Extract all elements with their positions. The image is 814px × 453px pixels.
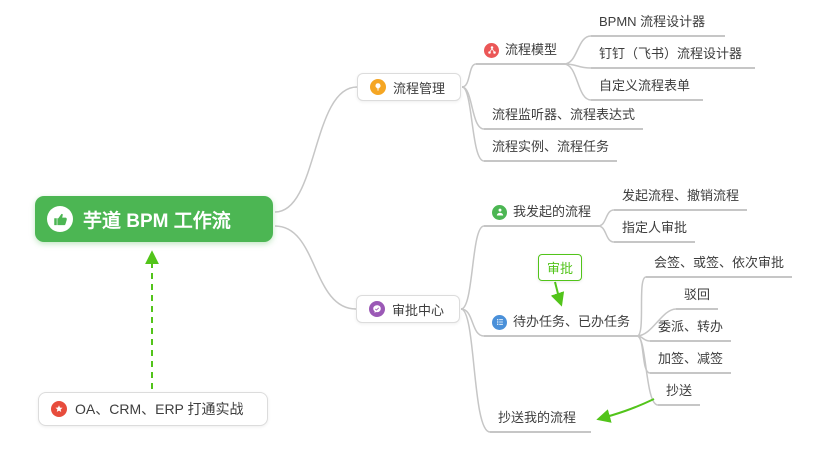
topic-cc-action-label: 抄送 <box>666 383 693 398</box>
connector-tasks-delegate <box>636 335 651 342</box>
topic-dingtalk-designer[interactable]: 钉钉（飞书）流程设计器 <box>591 43 755 69</box>
relationship-badge-approval[interactable]: 审批 <box>538 254 583 281</box>
topic-cc-action[interactable]: 抄送 <box>658 380 701 406</box>
topic-process-model[interactable]: 流程模型 <box>476 39 566 65</box>
checklist-icon <box>492 314 507 330</box>
branch-process-management[interactable]: 流程管理 <box>357 73 461 101</box>
topic-countersign-label: 会签、或签、依次审批 <box>654 255 785 270</box>
topic-my-initiated[interactable]: 我发起的流程 <box>484 201 600 227</box>
topic-reject[interactable]: 驳回 <box>676 284 719 310</box>
connector-initiated-start <box>597 209 615 227</box>
connector-model-dingtalk <box>563 63 592 69</box>
person-icon <box>492 204 507 220</box>
topic-custom-form[interactable]: 自定义流程表单 <box>591 75 703 101</box>
topic-countersign[interactable]: 会签、或签、依次审批 <box>646 252 793 278</box>
root-topic[interactable]: 芋道 BPM 工作流 <box>35 196 273 242</box>
topic-listener-expression-label: 流程监听器、流程表达式 <box>492 107 636 122</box>
connector-pm-listener <box>461 86 485 130</box>
cc-arrow <box>596 398 655 423</box>
connector-ac-tasks <box>460 308 485 337</box>
root-topic-label: 芋道 BPM 工作流 <box>83 210 231 232</box>
topic-process-model-label: 流程模型 <box>505 42 558 57</box>
relationship-badge-approval-label: 审批 <box>547 261 574 276</box>
connector-root-process-management <box>274 86 358 213</box>
connector-model-customform <box>563 63 592 101</box>
topic-reject-label: 驳回 <box>684 287 711 302</box>
thumbs-up-icon <box>47 206 73 232</box>
lightbulb-icon <box>370 79 386 95</box>
topic-delegate-transfer[interactable]: 委派、转办 <box>650 316 732 342</box>
connector-pm-instance <box>461 86 485 162</box>
topic-custom-form-label: 自定义流程表单 <box>599 78 691 93</box>
topic-instance-task[interactable]: 流程实例、流程任务 <box>484 136 618 162</box>
branch-process-management-label: 流程管理 <box>393 80 446 96</box>
share-nodes-icon <box>484 42 499 58</box>
branch-approval-center-label: 审批中心 <box>392 302 445 318</box>
floating-topic-integration-label: OA、CRM、ERP 打通实战 <box>75 401 244 417</box>
topic-assignee-approval[interactable]: 指定人审批 <box>614 217 696 243</box>
topic-instance-task-label: 流程实例、流程任务 <box>492 139 610 154</box>
topic-start-cancel-label: 发起流程、撤销流程 <box>622 188 740 203</box>
star-icon <box>51 401 67 417</box>
topic-dingtalk-designer-label: 钉钉（飞书）流程设计器 <box>599 46 743 61</box>
connector-model-bpmn <box>563 35 592 65</box>
topic-bpmn-designer-label: BPMN 流程设计器 <box>599 14 706 29</box>
topic-cc-my-process[interactable]: 抄送我的流程 <box>490 407 591 433</box>
topic-listener-expression[interactable]: 流程监听器、流程表达式 <box>484 104 644 130</box>
topic-bpmn-designer[interactable]: BPMN 流程设计器 <box>591 11 725 37</box>
topic-add-remove-sign[interactable]: 加签、减签 <box>650 348 732 374</box>
topic-delegate-transfer-label: 委派、转办 <box>658 319 724 334</box>
topic-cc-my-process-label: 抄送我的流程 <box>498 410 577 425</box>
topic-my-initiated-label: 我发起的流程 <box>513 204 592 219</box>
connector-tasks-addsign <box>636 335 651 374</box>
branch-approval-center[interactable]: 审批中心 <box>356 295 460 323</box>
connector-ac-initiated <box>460 225 485 310</box>
topic-todo-done-tasks-label: 待办任务、已办任务 <box>513 314 631 329</box>
chat-check-icon <box>369 301 385 317</box>
connector-root-approval-center <box>274 225 357 310</box>
topic-todo-done-tasks[interactable]: 待办任务、已办任务 <box>484 311 639 337</box>
approval-arrow <box>550 281 565 307</box>
topic-start-cancel[interactable]: 发起流程、撤销流程 <box>614 185 748 211</box>
connector-pm-model <box>461 63 477 88</box>
topic-assignee-approval-label: 指定人审批 <box>622 220 688 235</box>
floating-topic-integration[interactable]: OA、CRM、ERP 打通实战 <box>38 392 268 426</box>
connector-initiated-assignee <box>597 225 615 243</box>
connector-tasks-countersign <box>636 276 647 337</box>
topic-add-remove-sign-label: 加签、减签 <box>658 351 724 366</box>
